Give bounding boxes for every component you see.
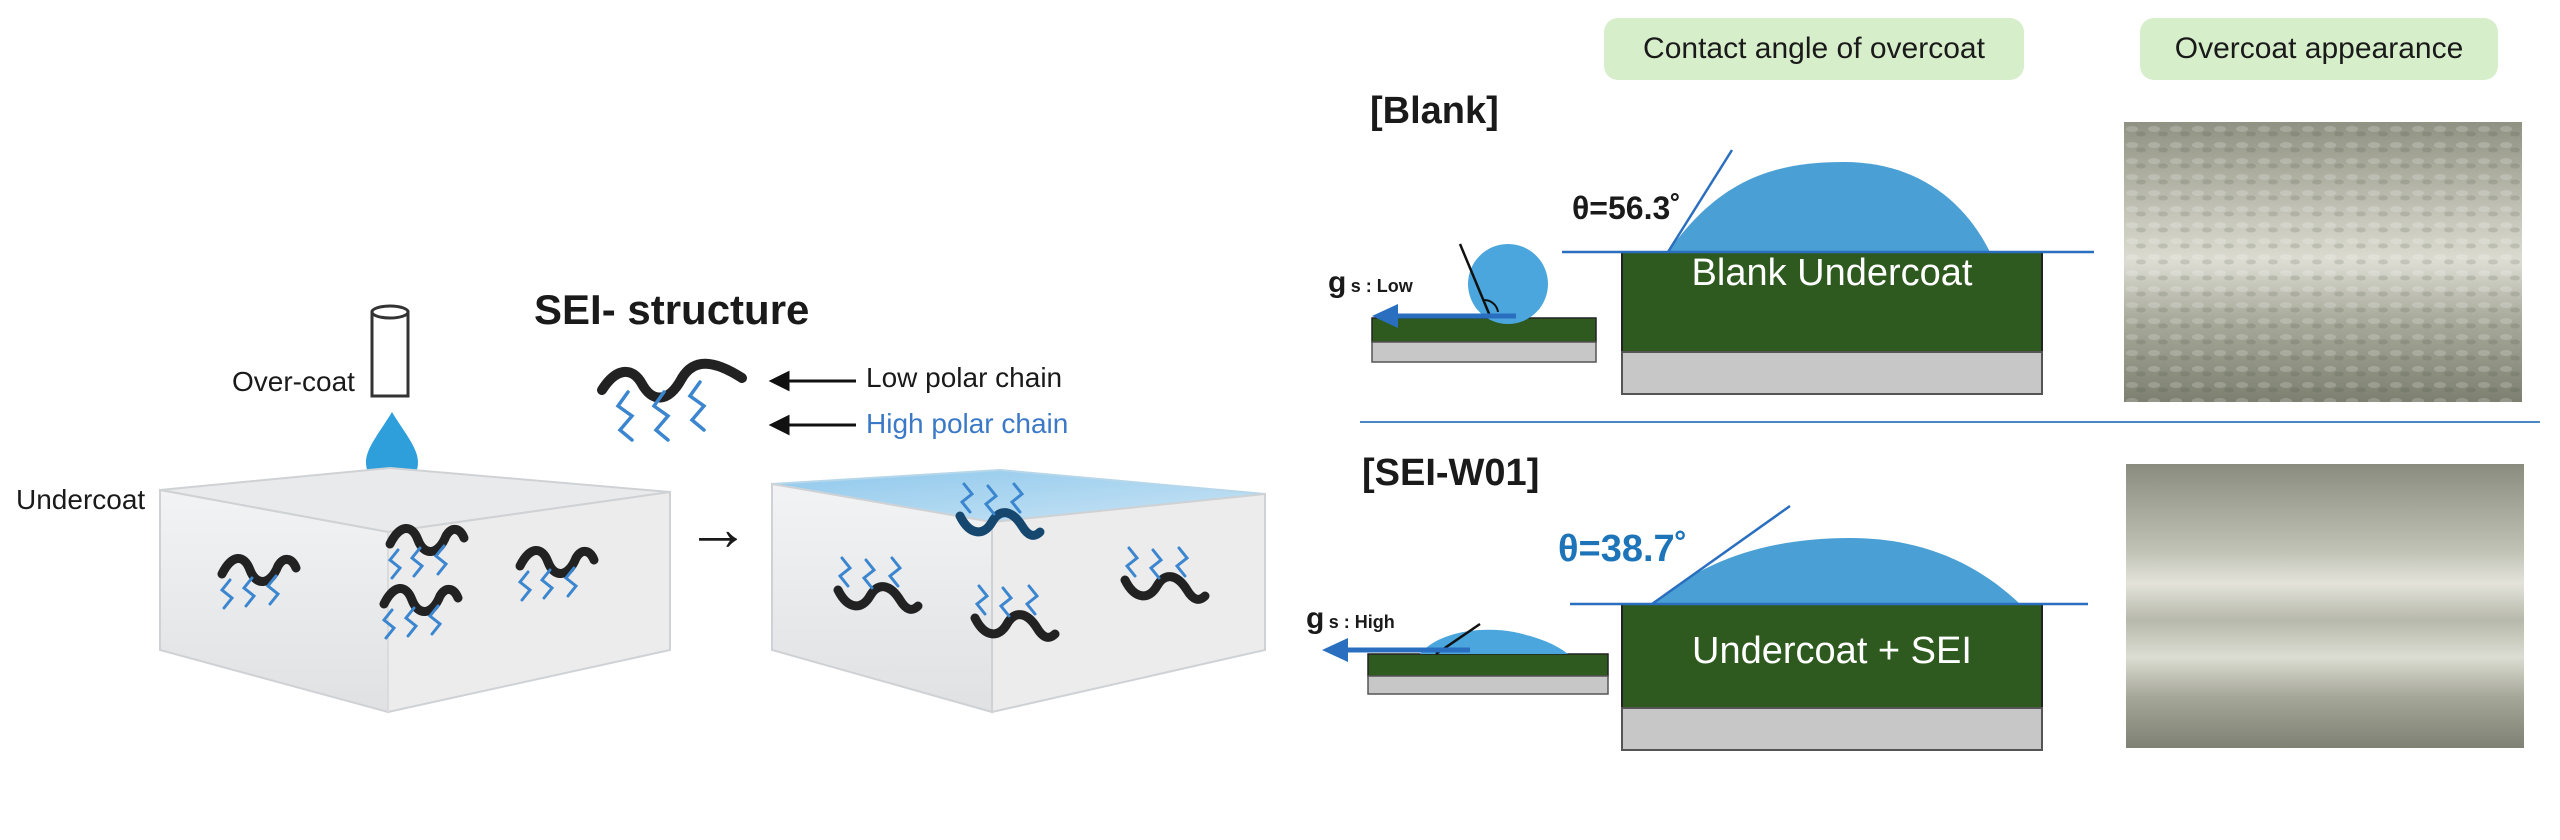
layer-label-sei: Undercoat + SEI (1692, 630, 1972, 672)
legend-chain-icon (597, 358, 747, 442)
sei-large-substrate (1570, 504, 2088, 751)
blank-large-substrate (1562, 149, 2094, 395)
header-contact-angle: Contact angle of overcoat (1604, 18, 2024, 80)
gs-sub-blank: s : Low (1350, 276, 1413, 296)
overcoat-drop-icon (366, 412, 418, 486)
angle-label-sei: θ=38.7˚ (1558, 528, 1688, 570)
overcoat-label: Over-coat (232, 366, 355, 397)
row-label-blank: [Blank] (1370, 90, 1499, 132)
polymer-chains-right (833, 482, 1210, 642)
low-polar-label: Low polar chain (866, 362, 1063, 393)
layer-label-blank: Blank Undercoat (1691, 252, 1973, 294)
gs-sub-sei: s : High (1328, 612, 1395, 632)
gs-label-blank: g s : Low (1328, 266, 1413, 300)
structure-title: SEI- structure (534, 286, 810, 333)
undercoat-box-left (159, 466, 671, 714)
gs-main-sei: g (1306, 602, 1325, 635)
header-appearance: Overcoat appearance (2140, 18, 2498, 80)
transition-arrow: → (686, 492, 750, 564)
gs-main-blank: g (1328, 266, 1347, 299)
angle-label-blank: θ=56.3˚ (1572, 190, 1681, 226)
blank-small-substrate (1371, 243, 1597, 363)
row-label-sei: [SEI-W01] (1362, 452, 1540, 494)
overcoat-cylinder-icon (370, 304, 410, 398)
undercoat-label: Undercoat (16, 484, 146, 515)
legend-arrows (768, 370, 856, 436)
polymer-chains-left (217, 524, 599, 640)
contact-angle-diagrams (1322, 149, 2540, 751)
appearance-photo-sei (2126, 464, 2524, 748)
appearance-photo-blank (2124, 122, 2522, 402)
sei-small-substrate (1322, 622, 1609, 695)
left-schematic (159, 304, 1266, 714)
gs-label-sei: g s : High (1306, 602, 1395, 636)
high-polar-label: High polar chain (866, 408, 1069, 439)
